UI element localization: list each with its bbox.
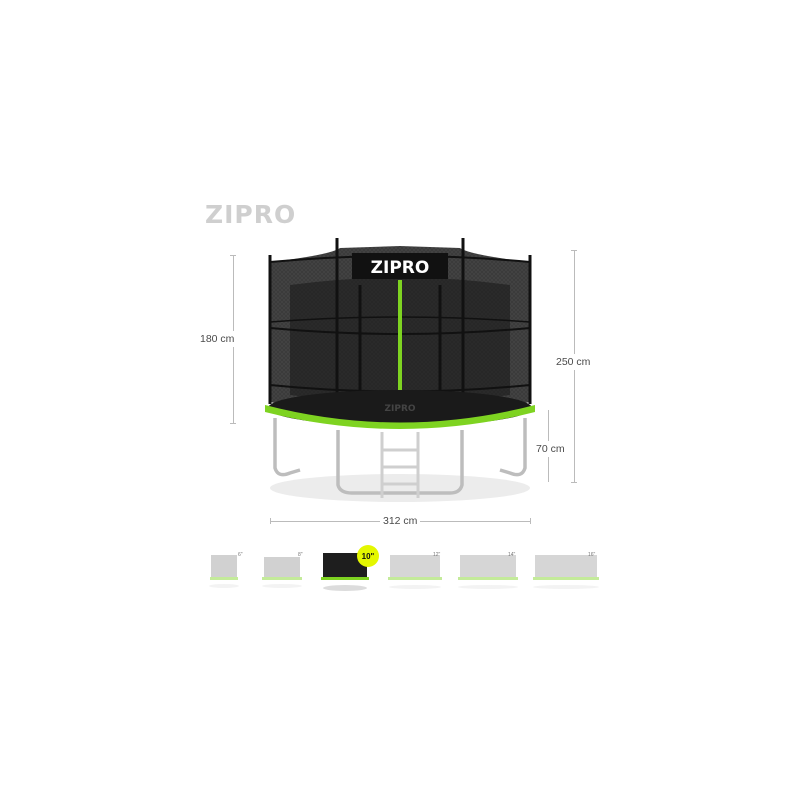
diameter-tick-right <box>530 518 531 524</box>
ground-shadow <box>270 474 530 502</box>
net-height-tick-bottom <box>230 423 236 424</box>
size-thumbnail-strip <box>209 553 599 591</box>
mat-logo: ZIPRO <box>384 404 415 414</box>
brand-logo: ZIPRO <box>205 200 297 229</box>
size-thumbnail-14[interactable] <box>458 555 518 589</box>
size-thumbnail-16[interactable] <box>533 555 599 589</box>
spring-pad <box>265 405 535 429</box>
frame-legs <box>273 418 527 495</box>
size-label-12: 12" <box>433 552 441 558</box>
size-label-14: 14" <box>508 552 516 558</box>
size-thumbnail-6[interactable] <box>209 555 239 588</box>
size-thumbnail-12[interactable] <box>388 555 442 589</box>
total-height-label: 250 cm <box>556 354 591 370</box>
mat <box>268 390 532 426</box>
net-logo: ZIPRO <box>371 258 430 278</box>
net-height-label: 180 cm <box>200 331 235 347</box>
diameter-label: 312 cm <box>380 515 421 527</box>
total-height-tick-bottom <box>571 482 577 483</box>
size-label-10-selected[interactable]: 10" <box>357 545 379 567</box>
size-label-16: 16" <box>588 552 596 558</box>
diameter-tick-left <box>270 518 271 524</box>
ladder <box>380 432 420 498</box>
total-height-tick-top <box>571 250 577 251</box>
size-thumbnail-8[interactable] <box>262 557 302 588</box>
net-logo-banner <box>352 253 448 279</box>
frame-height-label: 70 cm <box>536 441 565 457</box>
size-label-8: 8" <box>298 552 303 558</box>
net-height-tick-top <box>230 255 236 256</box>
size-label-6: 6" <box>238 552 243 558</box>
